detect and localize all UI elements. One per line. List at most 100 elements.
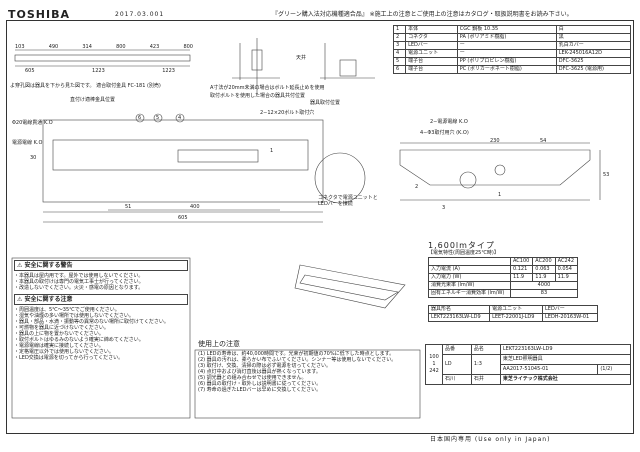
section-label-ko4: 4−Φ3取付用穴 (K.O) [420, 130, 469, 136]
part-color: LEK-245016A12D [555, 49, 632, 58]
lumen-title: 1,600lmタイプ [428, 241, 495, 250]
designer: 石川 [442, 374, 472, 385]
section-callout-2: 2 [415, 184, 419, 190]
part-material: ー [456, 41, 557, 50]
dim-value: 1223 [92, 68, 105, 74]
part-no: 2 [392, 33, 407, 42]
warning-icon: ⚠ [17, 262, 23, 269]
checker: 石井 [470, 374, 501, 385]
usage-line: (1) LEDの寿命は、約40,000時間です。光束が初期値の70%に低下した時… [198, 351, 395, 357]
part-name: コネクタ [405, 33, 458, 42]
cell: 11.9 [509, 273, 534, 282]
part-material: PP (ポリプロピレン樹脂) [456, 57, 557, 66]
usage-title: 使用上の注意 [198, 340, 240, 348]
part-color: DFC-3625 [555, 57, 632, 66]
part-no: 4 [392, 49, 407, 58]
warning-title-text: 安全に関する警告 [24, 262, 73, 269]
plan-dim-51: 51 [125, 204, 132, 210]
warning-line: ・取付ボルトはゆるみのないよう確実に締めてください。 [14, 337, 144, 343]
usage-line: (6) 器具の取付け・取外しは説明書に従ってください。 [198, 381, 322, 387]
col-header [428, 257, 511, 266]
part-material: PA (ポリアミド樹脂) [456, 33, 557, 42]
usage-line: (3) 取付け、交換、清掃の際は必ず電源を切ってください。 [198, 363, 332, 369]
warning-line: ・定格電圧以外では使用しないでください。 [14, 349, 114, 355]
plan-label-knockout: Φ20電線貫通 K.O [12, 120, 53, 126]
warning-line: ・湿気や油煙の多い場所では使用しないでください。 [14, 313, 134, 319]
part-name: LEDバー [405, 41, 458, 50]
part-no: 6 [392, 65, 407, 74]
header-notice: 『グリーン購入法対応機種適合品』 ※施工上の注意とご使用上の注意はカタログ・取扱… [272, 11, 573, 18]
col-header: LEDバー [542, 305, 598, 314]
plan-dim-400: 400 [190, 204, 200, 210]
top-note-2: 直付け適棒金具位置 [70, 97, 116, 103]
part-material: PC (ポリカーボネート樹脂) [456, 65, 557, 74]
part-material: CGC 鋼板 10.35 [456, 25, 557, 34]
cell: 入力電流 (A) [428, 265, 511, 274]
page-number: (1/2) [597, 364, 631, 375]
cell: 0.054 [554, 265, 579, 274]
table-row: LD 1:3 東芝LED照明器具 [426, 354, 632, 375]
model-number: LEKT223163LW-LD9 [499, 344, 632, 355]
section-dim-54: 54 [540, 138, 547, 144]
section-dim-53: 53 [603, 172, 610, 178]
col-header: AC200 [532, 257, 556, 266]
usage-line: (4) 点灯中および消灯直後は器具が熱くなっています。 [198, 369, 321, 375]
plan-callout-5: 5 [156, 115, 160, 121]
dim-value: 800 [183, 44, 193, 50]
doc-date: 2017.03.001 [115, 11, 165, 18]
center-note: A寸法が20mm未満の場合はボルト延長止めを使用 [210, 85, 325, 91]
side-label: 器具取付位置 [310, 100, 341, 106]
drawing-number: AA2017-51045-01 [499, 364, 599, 375]
part-color: DFC-3625 (電源用) [555, 65, 632, 74]
dim-value: 103 [15, 44, 25, 50]
caution-title: ⚠ 安全に関する注意 [14, 294, 188, 305]
plan-label-bolt: 2−12×20ボルト取付穴 [260, 110, 315, 116]
part-no: 5 [392, 57, 407, 66]
section-callout-1: 1 [498, 192, 502, 198]
part-name: 本体 [405, 25, 458, 34]
dim-value: 314 [82, 44, 92, 50]
table-row: 石川 石井 東芝ライテック株式会社 [426, 374, 632, 385]
warning-line: ・周囲温度は、5℃〜35℃でご使用ください。 [14, 307, 120, 313]
part-color: 白 [555, 25, 632, 34]
usage-line: (5) 調光器との組み合わせでは使用できません。 [198, 375, 307, 381]
plan-callout-4: 4 [178, 115, 182, 121]
part-name: 端子台 [405, 57, 458, 66]
top-note-1: よ穿孔図は器具を下から見た図です。 適合取付金具 FC-181 (別売) [10, 83, 161, 89]
product-name: 東芝LED照明器具 [499, 354, 632, 365]
title-block: 100 1 242 品番 品名 LEKT223163LW-LD9 LD 1:3 … [425, 344, 632, 385]
cell: LEKT223163LW-LD9 [427, 313, 491, 322]
plan-label-1: 1 [270, 148, 274, 154]
section-dim-230: 230 [490, 138, 500, 144]
part-color: 乳白カバー [555, 41, 632, 50]
col-header: AC242 [554, 257, 579, 266]
dim-value: 1223 [162, 68, 175, 74]
plan-label-supply: 電源電線 K.O [12, 140, 43, 146]
warning-title: ⚠ 安全に関する警告 [14, 260, 188, 271]
part-color: 黒 [555, 33, 632, 42]
cell: 固有エネルギー消費効率 (lm/W) [428, 289, 511, 298]
plan-connector-note: コネクタで電源ユニットと LEDバーを接続 [318, 195, 378, 207]
section-callout-3: 3 [442, 205, 446, 211]
cell: 83 [509, 289, 579, 298]
col-header: AC100 [509, 257, 534, 266]
plan-dim-605: 605 [178, 215, 188, 221]
part-name: 電源ユニット [405, 49, 458, 58]
table-row: 100 1 242 品番 品名 LEKT223163LW-LD9 [425, 344, 632, 385]
dim-value: 800 [116, 44, 126, 50]
brand-logo: TOSHIBA [8, 8, 70, 21]
cell: 0.121 [509, 265, 534, 274]
cell: 11.9 [532, 273, 556, 282]
left-value: 1 [432, 361, 436, 367]
cell: 11.9 [554, 273, 579, 282]
ld-label: LD [442, 354, 472, 375]
